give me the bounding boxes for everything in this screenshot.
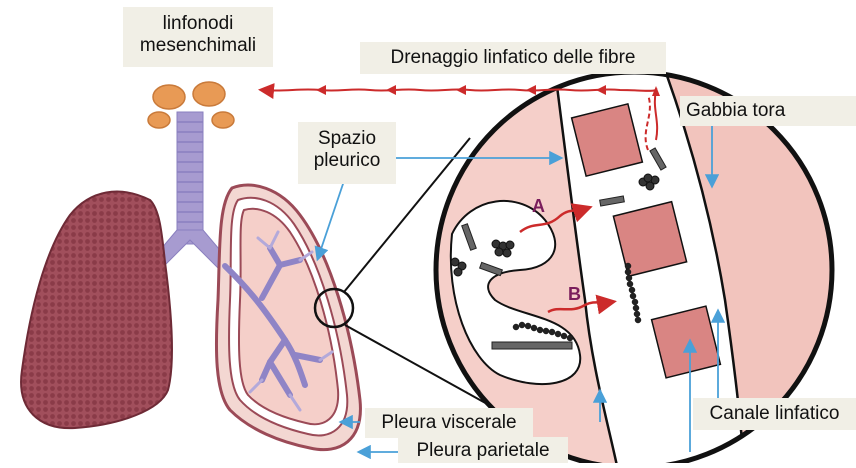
left-lung bbox=[21, 192, 172, 429]
thorax-label: Gabbia tora bbox=[680, 96, 856, 126]
lymph-nodes-label: linfonodi mesenchimali bbox=[123, 7, 273, 67]
lymph-nodes-label-line1: linfonodi bbox=[129, 13, 267, 35]
pleural-space-label-line1: Spazio bbox=[304, 128, 390, 150]
drainage-label: Drenaggio linfatico delle fibre bbox=[360, 42, 666, 74]
lymph-node bbox=[153, 85, 185, 109]
lymph-node bbox=[148, 112, 170, 128]
visceral-pleura-label: Pleura viscerale bbox=[365, 408, 533, 438]
path-a-label: A bbox=[532, 196, 545, 217]
lymph-node bbox=[193, 82, 225, 106]
parietal-pleura-label: Pleura parietale bbox=[398, 437, 568, 463]
lymph-nodes-label-line2: mesenchimali bbox=[129, 35, 267, 57]
right-lung bbox=[216, 185, 360, 450]
lymph-node bbox=[212, 112, 234, 128]
path-b-label: B bbox=[568, 284, 581, 305]
pleural-space-label: Spazio pleurico bbox=[298, 122, 396, 184]
lymph-channel-label: Canale linfatico bbox=[693, 398, 856, 430]
pleural-space-label-line2: pleurico bbox=[304, 150, 390, 172]
